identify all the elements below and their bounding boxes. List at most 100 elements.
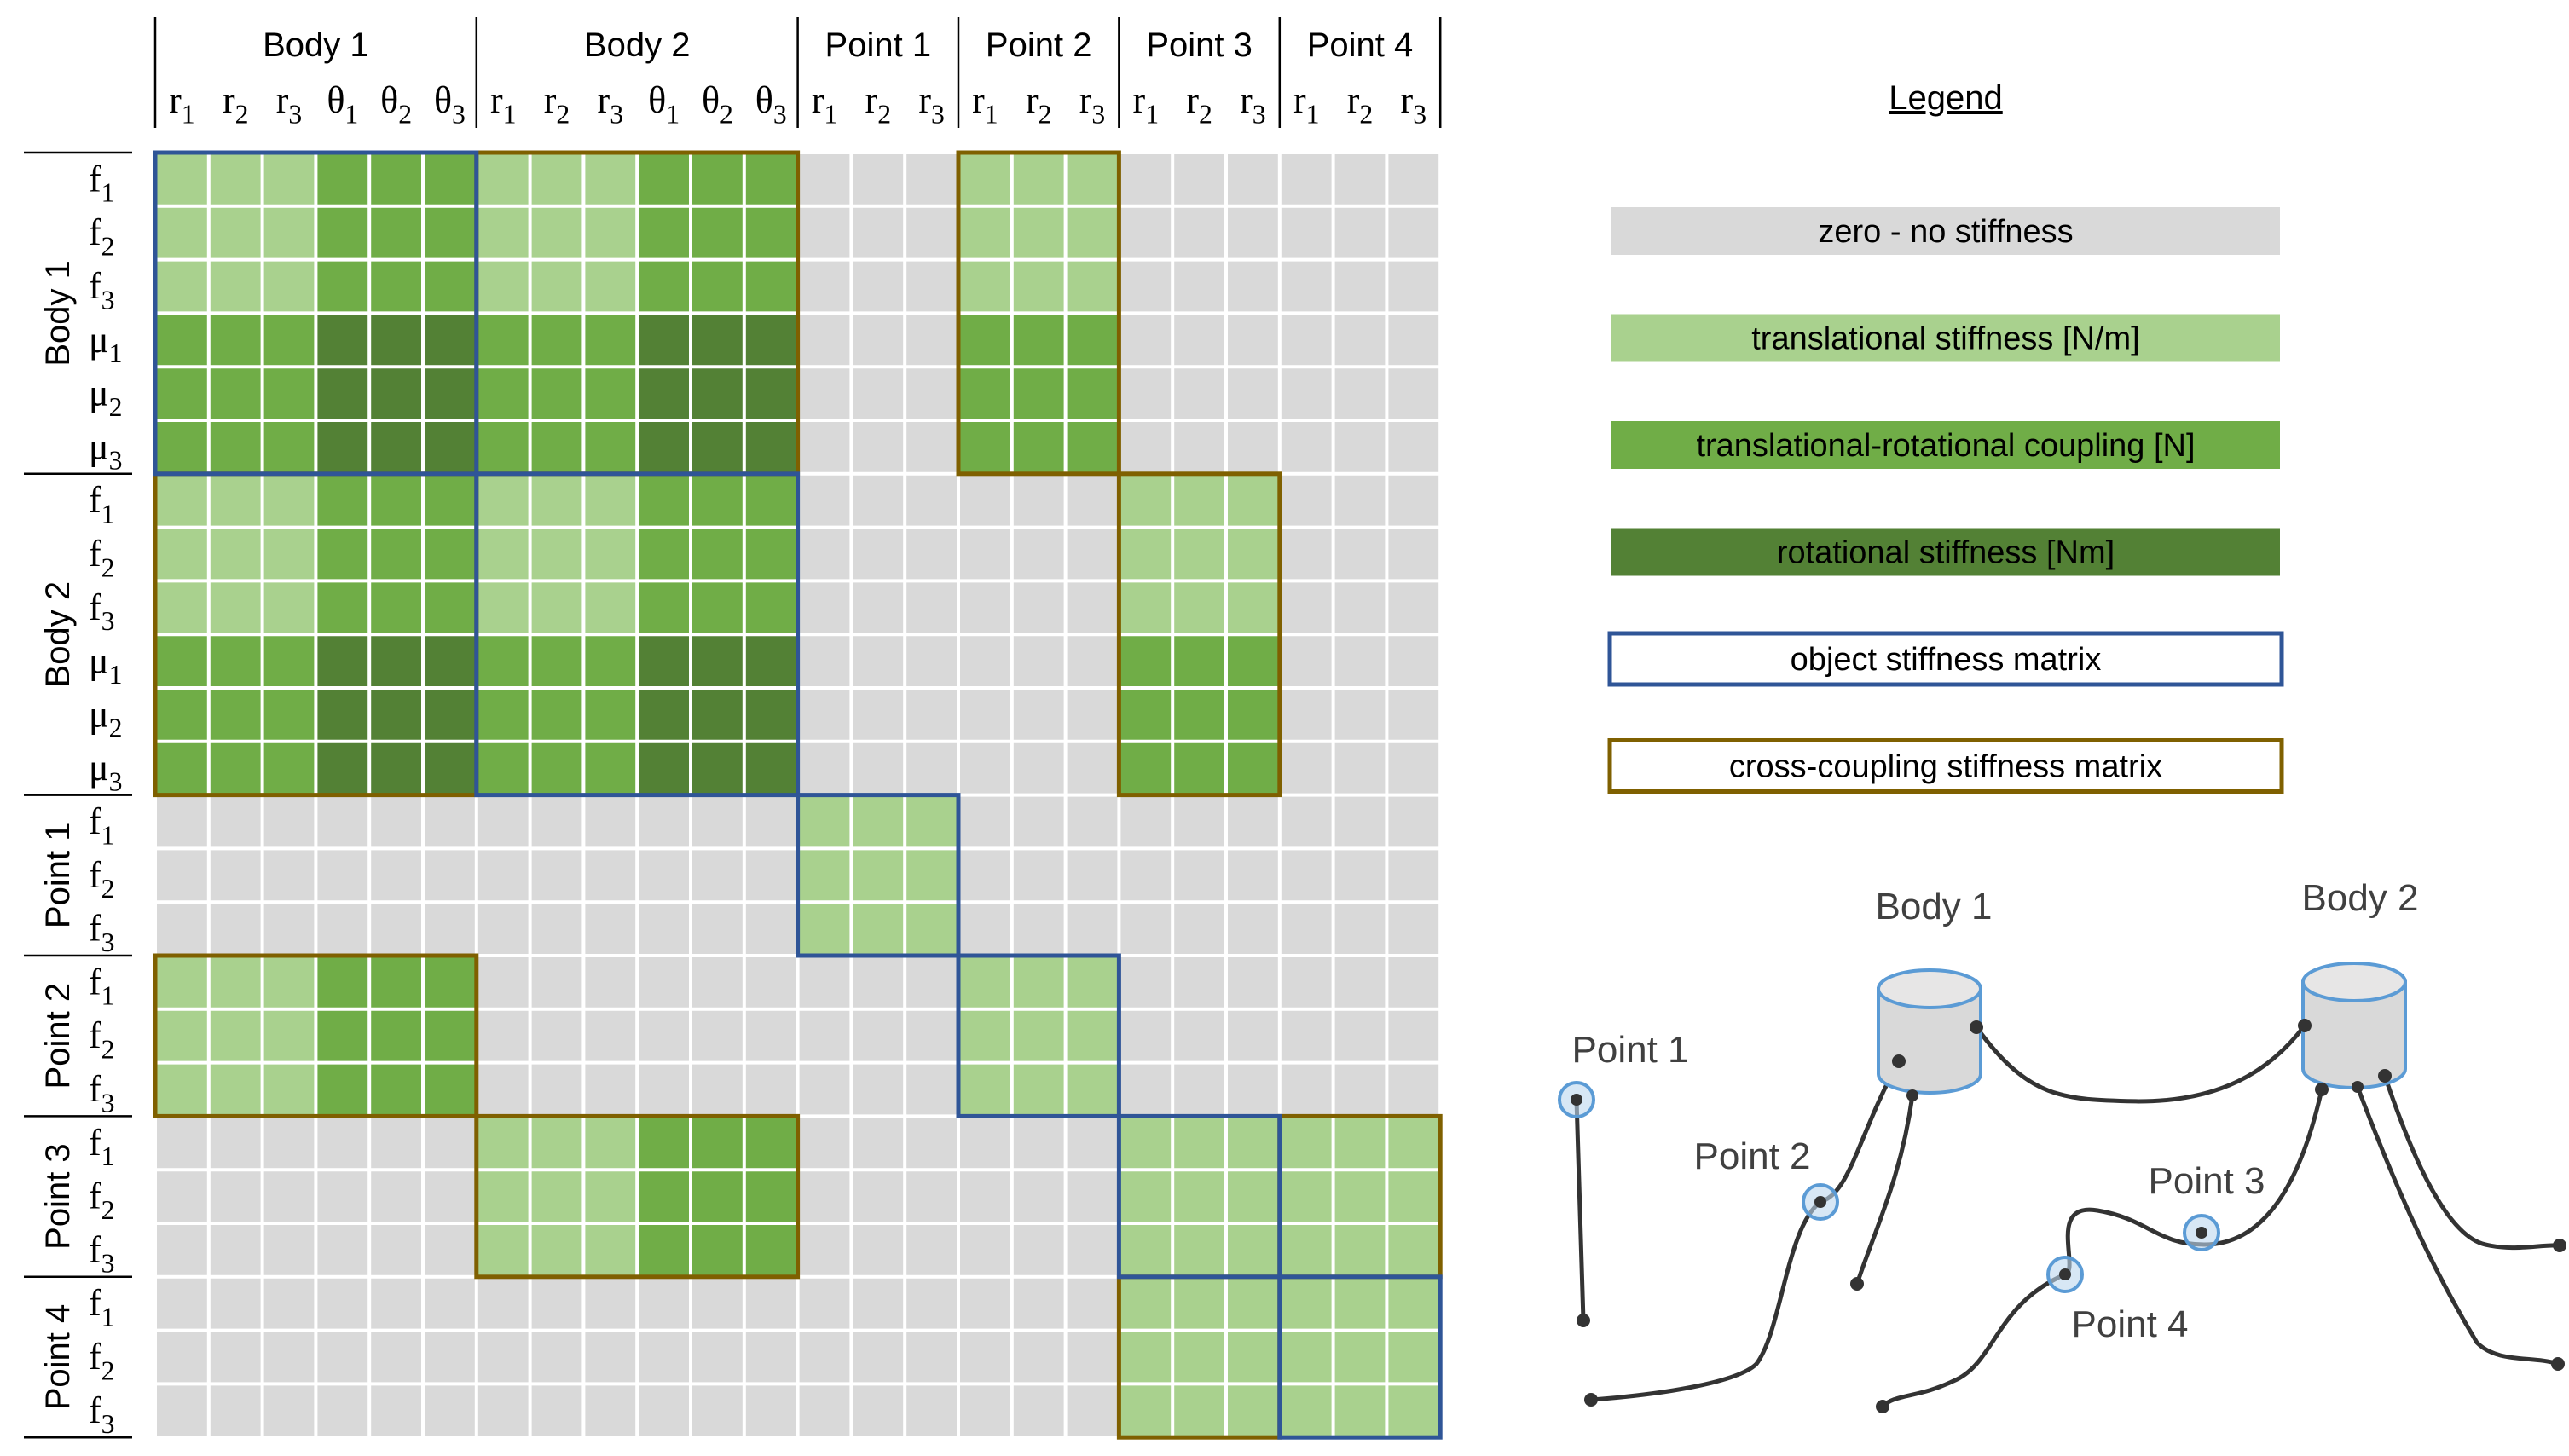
matrix-cell [476, 153, 530, 206]
matrix-cell [369, 1008, 423, 1063]
matrix-cell [797, 902, 852, 956]
matrix-cell [1279, 259, 1334, 314]
matrix-cell [583, 956, 638, 1009]
matrix-cell [905, 794, 958, 849]
matrix-cell [1011, 1170, 1066, 1223]
matrix-cell [1065, 1276, 1120, 1331]
matrix-cell [1226, 1330, 1280, 1384]
matrix-cell [744, 313, 798, 367]
matrix-cell [1333, 956, 1387, 1009]
matrix-cell [958, 1170, 1012, 1223]
matrix-cell [1279, 1008, 1334, 1063]
matrix-cell [315, 527, 370, 581]
matrix-cell [851, 956, 906, 1009]
matrix-cell [958, 581, 1012, 635]
matrix-cell [1065, 848, 1120, 903]
column-dof-label: r1 [1293, 79, 1320, 129]
row-dof-label: f1 [89, 800, 115, 850]
matrix-cell [744, 205, 798, 260]
matrix-cell [155, 581, 209, 635]
matrix-cell [155, 1384, 209, 1438]
matrix-cell [529, 367, 584, 420]
matrix-cell [958, 688, 1012, 742]
row-dof-label: μ1 [89, 319, 122, 368]
legend-label: object stiffness matrix [1791, 642, 2102, 678]
matrix-cell [476, 1170, 530, 1223]
row-dof-label: f2 [89, 854, 115, 904]
matrix-cell [1172, 1062, 1226, 1117]
matrix-cell [1119, 367, 1173, 420]
matrix-cell [1011, 259, 1066, 314]
matrix-cell [851, 902, 906, 956]
matrix-cell [1011, 1062, 1066, 1117]
matrix-cell [369, 1223, 423, 1277]
matrix-cell [423, 367, 477, 420]
matrix-cell [1226, 1223, 1280, 1277]
matrix-cell [476, 956, 530, 1009]
matrix-cell [744, 634, 798, 688]
row-dof-label: μ2 [89, 373, 122, 422]
matrix-cell [1172, 259, 1226, 314]
matrix-cell [262, 1223, 316, 1277]
matrix-cell [369, 1276, 423, 1331]
row-dof-label: f3 [89, 1390, 115, 1439]
matrix-cell [1065, 1384, 1120, 1438]
legend-swatch [1607, 631, 2284, 687]
matrix-cell [744, 1062, 798, 1117]
matrix-cell [691, 794, 744, 849]
matrix-cell [1386, 1223, 1441, 1277]
matrix-cell [315, 1276, 370, 1331]
legend-label: cross-coupling stiffness matrix [1729, 749, 2162, 785]
matrix-cell [1226, 848, 1280, 903]
matrix-cell [1386, 741, 1441, 795]
matrix-cell [797, 688, 852, 742]
column-dof-label: r2 [223, 79, 249, 129]
matrix-cell [1172, 1170, 1226, 1223]
row-dof-label: μ3 [89, 747, 122, 796]
matrix-cell [583, 1008, 638, 1063]
sketch-label-point4: Point 4 [2072, 1303, 2189, 1345]
matrix-cell [1279, 1384, 1334, 1438]
matrix-cell [797, 794, 852, 849]
matrix-cell [851, 367, 906, 420]
matrix-cell [423, 420, 477, 474]
matrix-cell [529, 1170, 584, 1223]
matrix-cell [423, 1062, 477, 1117]
column-dof-label: θ2 [702, 79, 733, 129]
matrix-cell [905, 420, 958, 474]
matrix-cell [691, 741, 744, 795]
matrix-cell [1333, 367, 1387, 420]
matrix-cell [476, 1276, 530, 1331]
matrix-cell [1011, 794, 1066, 849]
matrix-cell [1386, 794, 1441, 849]
matrix-cell [1065, 688, 1120, 742]
matrix-cell [208, 205, 263, 260]
row-dof-label: f2 [89, 1336, 115, 1385]
row-dof-label: f1 [89, 1122, 115, 1171]
sketch-label-point3: Point 3 [2149, 1160, 2265, 1202]
matrix-cell [637, 205, 691, 260]
column-group-label: Point 1 [825, 26, 932, 64]
row-dof-label: f2 [89, 1014, 115, 1064]
matrix-cell [1226, 205, 1280, 260]
column-dof-label: r2 [865, 79, 892, 129]
matrix-cell [797, 581, 852, 635]
point2-node [1802, 1183, 1839, 1221]
matrix-cell [315, 420, 370, 474]
matrix-cell [1279, 1170, 1334, 1223]
matrix-cell [423, 1384, 477, 1438]
matrix-cell [476, 259, 530, 314]
matrix-cell [1065, 741, 1120, 795]
matrix-cell [1065, 205, 1120, 260]
matrix-cell [208, 794, 263, 849]
matrix-cell [208, 259, 263, 314]
matrix-cell [1333, 581, 1387, 635]
matrix-cell [1226, 1170, 1280, 1223]
matrix-cell [583, 153, 638, 206]
matrix-cell [1333, 527, 1387, 581]
matrix-cell [155, 902, 209, 956]
matrix-cell [1226, 581, 1280, 635]
column-dof-label: r2 [544, 79, 570, 129]
legend-item-rotational: rotational stiffness [Nm] [1608, 524, 2283, 580]
matrix-cell [208, 1170, 263, 1223]
